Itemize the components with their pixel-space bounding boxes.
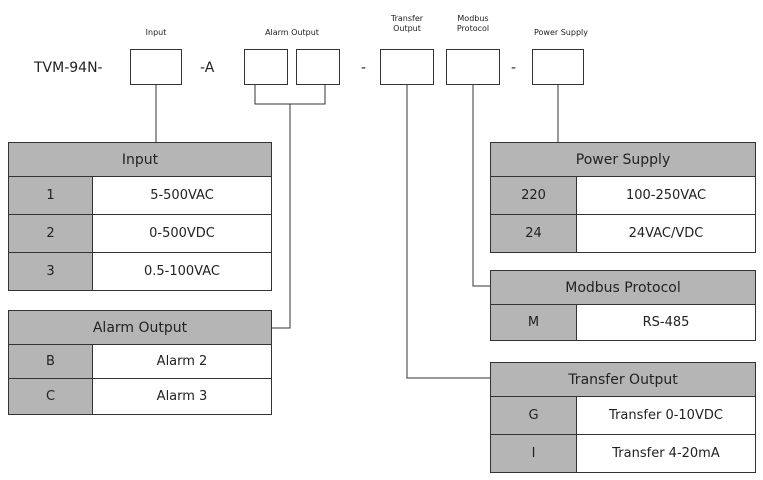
power-code-24: 24 <box>490 214 577 253</box>
label-modbus-protocol: Modbus Protocol <box>456 14 490 33</box>
code-box-alarm-2 <box>296 49 340 85</box>
alarm-code-c: C <box>8 378 93 415</box>
connector-modbus <box>472 85 490 287</box>
power-value-24: 24VAC/VDC <box>576 214 756 253</box>
connector-transfer <box>406 85 490 379</box>
alarm-table-title: Alarm Output <box>8 310 272 345</box>
power-code-220: 220 <box>490 176 577 215</box>
modbus-value-m: RS-485 <box>576 304 756 341</box>
input-code-1: 1 <box>8 176 93 215</box>
model-mid: -A <box>200 60 215 76</box>
power-table-title: Power Supply <box>490 142 756 177</box>
modbus-table-title: Modbus Protocol <box>490 270 756 305</box>
dash-2: - <box>511 60 517 76</box>
code-box-input <box>130 49 182 85</box>
dash-1: - <box>361 60 367 76</box>
input-table: Input 1 5-500VAC 2 0-500VDC 3 0.5-100VAC <box>8 142 272 291</box>
power-table: Power Supply 220 100-250VAC 24 24VAC/VDC <box>490 142 756 253</box>
alarm-code-b: B <box>8 344 93 379</box>
code-box-modbus <box>446 49 500 85</box>
power-value-220: 100-250VAC <box>576 176 756 215</box>
transfer-code-g: G <box>490 396 577 435</box>
modbus-code-m: M <box>490 304 577 341</box>
code-box-alarm-1 <box>244 49 288 85</box>
input-table-title: Input <box>8 142 272 177</box>
label-transfer-output: Transfer Output <box>390 14 424 33</box>
input-code-2: 2 <box>8 214 93 253</box>
label-input: Input <box>145 28 167 37</box>
label-power-supply: Power Supply <box>534 28 588 37</box>
model-prefix: TVM-94N- <box>34 60 103 76</box>
label-alarm-output: Alarm Output <box>265 28 319 37</box>
input-code-3: 3 <box>8 252 93 291</box>
transfer-value-g: Transfer 0-10VDC <box>576 396 756 435</box>
alarm-table: Alarm Output B Alarm 2 C Alarm 3 <box>8 310 272 415</box>
connector-alarm <box>254 85 326 105</box>
input-value-3: 0.5-100VAC <box>92 252 272 291</box>
transfer-value-i: Transfer 4-20mA <box>576 434 756 473</box>
transfer-table-title: Transfer Output <box>490 362 756 397</box>
input-value-1: 5-500VAC <box>92 176 272 215</box>
code-box-transfer <box>380 49 434 85</box>
alarm-value-c: Alarm 3 <box>92 378 272 415</box>
transfer-code-i: I <box>490 434 577 473</box>
modbus-table: Modbus Protocol M RS-485 <box>490 270 756 341</box>
input-value-2: 0-500VDC <box>92 214 272 253</box>
code-box-power <box>532 49 584 85</box>
alarm-value-b: Alarm 2 <box>92 344 272 379</box>
transfer-table: Transfer Output G Transfer 0-10VDC I Tra… <box>490 362 756 473</box>
